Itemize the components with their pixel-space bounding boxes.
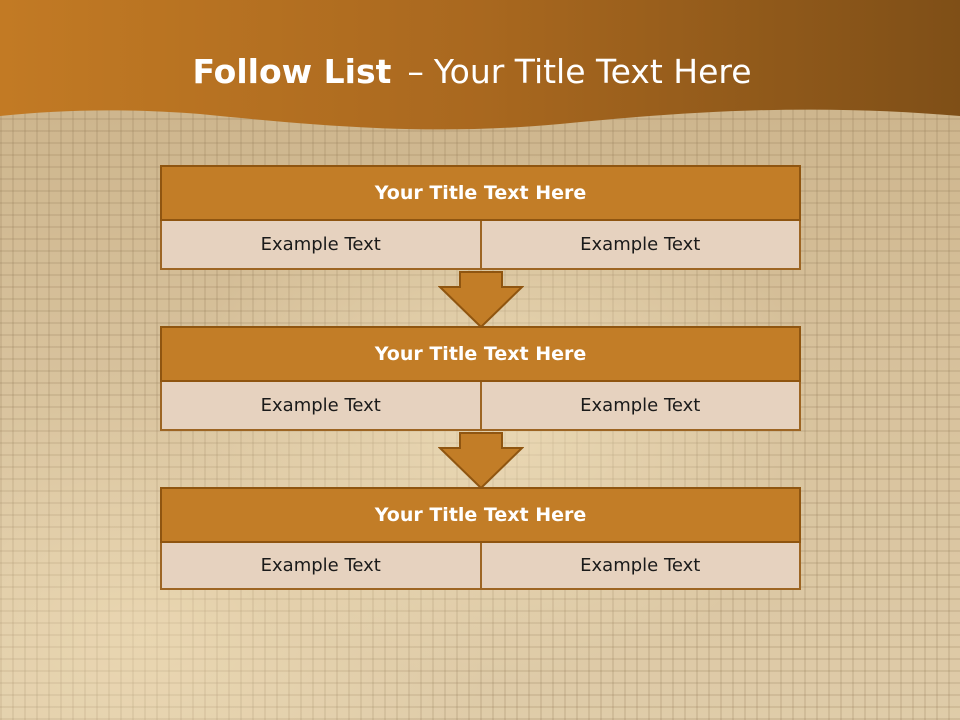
block-title: Your Title Text Here: [160, 165, 801, 221]
title-rest: Your Title Text Here: [433, 52, 752, 91]
block-title: Your Title Text Here: [160, 487, 801, 543]
list-block-2: Your Title Text Here Example Text Exampl…: [160, 326, 801, 431]
list-block-1: Your Title Text Here Example Text Exampl…: [160, 165, 801, 270]
block-row: Example Text Example Text: [160, 221, 801, 270]
title-bold: Follow List: [192, 52, 392, 91]
block-cell-right: Example Text: [481, 382, 801, 431]
slide-title: Follow List–Your Title Text Here: [0, 52, 944, 91]
block-row: Example Text Example Text: [160, 543, 801, 590]
list-block-3: Your Title Text Here Example Text Exampl…: [160, 487, 801, 590]
block-cell-left: Example Text: [160, 382, 482, 431]
block-cell-right: Example Text: [481, 543, 801, 590]
block-cell-left: Example Text: [160, 221, 482, 270]
down-arrow-icon: [438, 432, 524, 490]
block-cell-right: Example Text: [481, 221, 801, 270]
down-arrow-icon: [438, 271, 524, 329]
block-row: Example Text Example Text: [160, 382, 801, 431]
title-dash: –: [407, 52, 424, 91]
block-cell-left: Example Text: [160, 543, 482, 590]
block-title: Your Title Text Here: [160, 326, 801, 382]
header-banner: [0, 0, 960, 130]
